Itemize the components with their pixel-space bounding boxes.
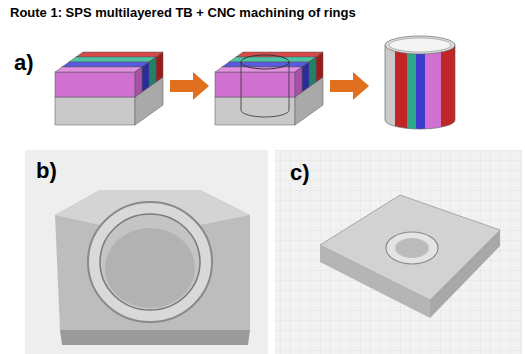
striped-ring [385,30,455,130]
process-arrow [170,72,209,100]
panel-label: b) [36,158,57,184]
panel-label: c) [290,160,310,186]
figure-title: Route 1: SPS multilayered TB + CNC machi… [10,5,356,20]
layered-block [55,52,163,125]
photo-square-block [275,150,522,354]
layered-block [215,52,323,125]
panel-label: a) [14,50,34,76]
photo-block-ring [25,150,268,354]
process-arrow [330,72,369,100]
